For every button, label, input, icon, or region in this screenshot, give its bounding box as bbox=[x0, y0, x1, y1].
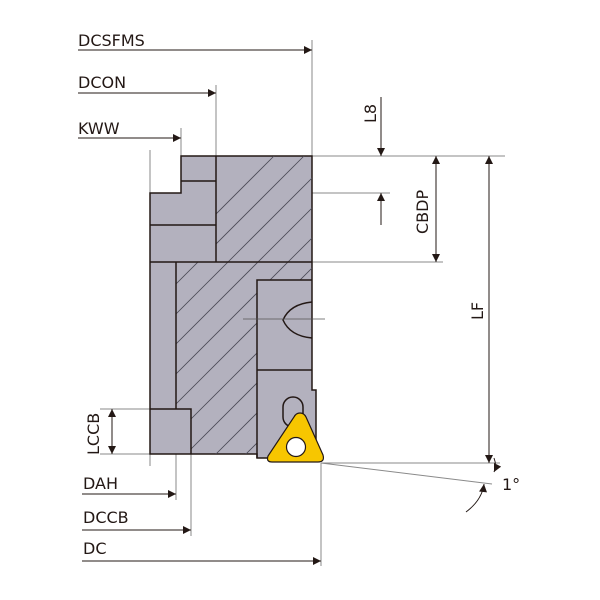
label-lccb: LCCB bbox=[84, 413, 103, 455]
label-dah: DAH bbox=[83, 474, 118, 493]
label-cbdp: CBDP bbox=[413, 190, 432, 234]
triangular-insert bbox=[266, 412, 325, 463]
label-angle: 1° bbox=[502, 475, 520, 494]
label-lf: LF bbox=[468, 302, 487, 320]
label-kww: KWW bbox=[78, 119, 120, 138]
screw-head bbox=[282, 301, 313, 339]
angle-arc bbox=[465, 483, 487, 513]
angle-arc-top bbox=[493, 457, 502, 473]
label-dcsfms: DCSFMS bbox=[78, 31, 145, 50]
label-dc: DC bbox=[83, 539, 107, 558]
label-l8: L8 bbox=[361, 104, 380, 123]
label-dccb: DCCB bbox=[83, 508, 129, 527]
insert-hole bbox=[285, 436, 307, 458]
label-dcon: DCON bbox=[78, 73, 126, 92]
cutter-body bbox=[149, 155, 325, 459]
